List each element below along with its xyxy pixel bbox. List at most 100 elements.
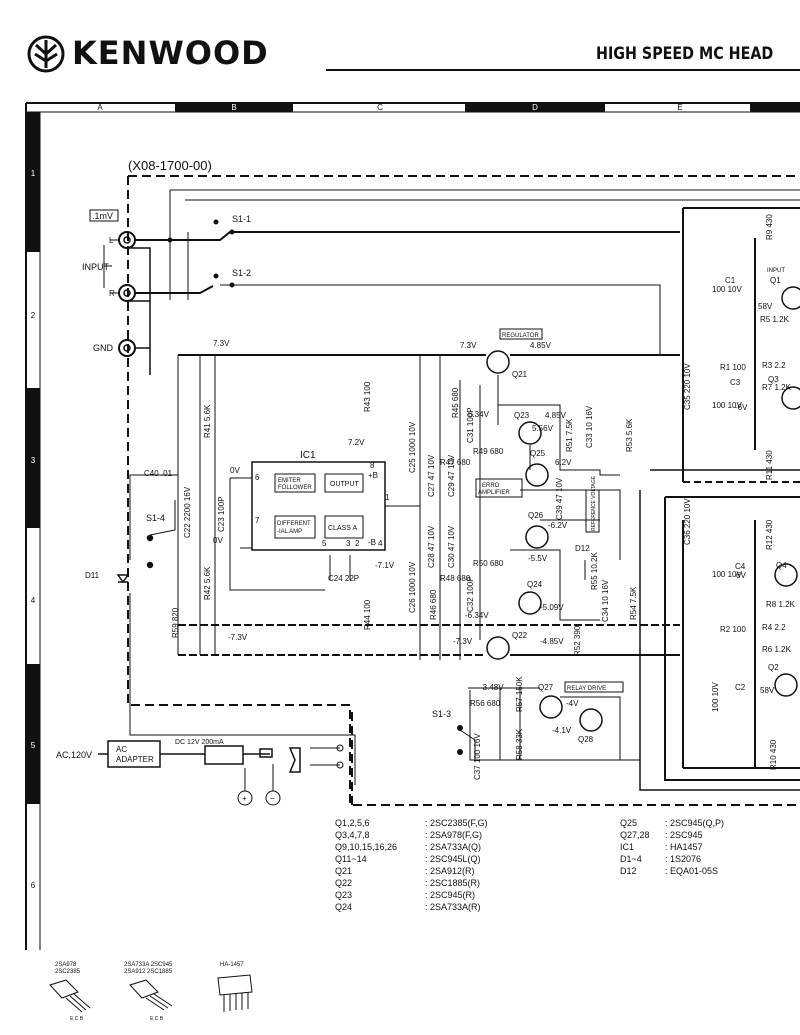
c26-label: C26 1000 10V xyxy=(408,561,417,613)
c28-label: C28 47 10V xyxy=(427,525,436,568)
r51-label: R51 7.5K xyxy=(565,418,574,452)
r53-label: R53 5.6K xyxy=(625,418,634,452)
q2-label: Q2 xyxy=(768,663,779,672)
v0a: 0V xyxy=(230,466,240,475)
ic-emitter-l2: FOLLOWER xyxy=(278,485,312,491)
parts-val-8: : 2SA733A(R) xyxy=(425,902,481,912)
v556a: 5.56V xyxy=(532,424,554,433)
pkg1-pins: E C B xyxy=(70,1016,84,1022)
d12-label: D12 xyxy=(575,544,590,553)
v73a: 7.3V xyxy=(213,339,230,348)
r46-label: R46 680 xyxy=(429,589,438,620)
q24-label: Q24 xyxy=(527,580,543,589)
block-regulator: REGULATOR xyxy=(502,333,539,339)
r7-label: R7 1.2K xyxy=(762,383,792,392)
v41: -4.1V xyxy=(552,726,572,735)
parts-ref-4: Q11~14 xyxy=(335,854,367,864)
adapter-l2: ADAPTER xyxy=(116,755,154,764)
column-labels: A B C D E xyxy=(97,103,682,112)
c30-label: C30 47 10V xyxy=(447,525,456,568)
input-box-label: INPUT xyxy=(767,268,785,274)
parts-val-7: : 2SC945(R) xyxy=(425,890,475,900)
r8-label: R8 1.2K xyxy=(766,600,796,609)
r55-label: R55 10.2K xyxy=(590,552,599,590)
c29-label: C29 47 10V xyxy=(447,454,456,497)
c1-val: 100 10V xyxy=(712,285,742,294)
parts-list: Q1,2,5,6 : 2SC2385(F,G) Q3,4,7,8 : 2SA97… xyxy=(335,818,724,912)
r42-label: R42 5.6K xyxy=(203,566,212,600)
r6-label: R6 1.2K xyxy=(762,645,792,654)
row-labels: 1 2 3 4 5 6 xyxy=(31,169,36,890)
adapter-l1: AC xyxy=(116,745,127,754)
parts2-ref-3: IC1 xyxy=(620,842,634,852)
ac-adapter xyxy=(98,740,344,806)
schematic-labels: .1mV L INPUT R GND S1-1 S1-2 S1-3 S1-4 A… xyxy=(56,211,796,803)
c2-label: C2 xyxy=(735,683,746,692)
r43-label: R43 100 xyxy=(363,381,372,412)
ic1-name: IC1 xyxy=(300,450,316,461)
c2-val: 100 10V xyxy=(711,682,720,712)
ic-diff-l1: DIFFERENT xyxy=(277,521,311,527)
c4-label: C4 xyxy=(735,562,746,571)
r1-label: R1 100 xyxy=(720,363,746,372)
r49-label: R49 680 xyxy=(473,447,504,456)
q3-label: Q3 xyxy=(768,375,779,384)
c4-val: 100 10V xyxy=(712,570,742,579)
v556b: -5.5V xyxy=(528,554,548,563)
plus-sign: + xyxy=(242,794,247,803)
row-label-1: 1 xyxy=(31,169,36,178)
v6b: 6V xyxy=(736,571,746,580)
r54-label: R54 7.5K xyxy=(629,586,638,620)
v485a: 4.85V xyxy=(530,341,552,350)
block-relay: RELAY DRIVE xyxy=(567,686,606,692)
to92-small-package-icon xyxy=(129,979,173,1011)
q26-label: Q26 xyxy=(528,511,544,520)
v509: -5.09V xyxy=(540,603,564,612)
switch-s1-1: S1-1 xyxy=(232,214,251,224)
r2-label: R2 100 xyxy=(720,625,746,634)
v6a: -6V xyxy=(735,403,748,412)
power-rails xyxy=(177,354,680,656)
parts-ref-7: Q23 xyxy=(335,890,352,900)
pin1: 1 xyxy=(385,493,390,502)
kenwood-logo-icon xyxy=(27,35,65,73)
r41-label: R41 5.6K xyxy=(203,404,212,438)
c40-label: C40 .01 xyxy=(144,469,173,478)
c33-label: C33 10 16V xyxy=(585,405,594,448)
parts2-val-4: : 1S2076 xyxy=(665,854,701,864)
row-band xyxy=(26,112,40,804)
v485b: 4.85V xyxy=(545,411,567,420)
col-label-e: E xyxy=(677,103,682,112)
v62a: 6.2V xyxy=(555,458,572,467)
pin-b: +B xyxy=(368,471,378,480)
block-error-l1: ERRO xyxy=(482,483,500,489)
q23-label: Q23 xyxy=(514,411,530,420)
board-outline xyxy=(127,175,800,806)
regulator-wiring xyxy=(419,355,640,761)
ic-emitter-l1: EMITER xyxy=(278,478,301,484)
v634b: -6.34V xyxy=(465,611,489,620)
switch-s1-4: S1-4 xyxy=(146,513,165,523)
input-label: INPUT xyxy=(82,262,110,272)
parts2-ref-2: Q27,28 xyxy=(620,830,650,840)
pkg2-line1: 2SA733A 2SC945 xyxy=(124,962,173,968)
switch-s1-3 xyxy=(457,725,476,760)
parts-val-3: : 2SA733A(Q) xyxy=(425,842,481,852)
col-label-c: C xyxy=(377,103,383,112)
input-level: .1mV xyxy=(92,211,113,221)
col-label-d: D xyxy=(532,103,538,112)
v73c: -7.3V xyxy=(228,633,248,642)
c35-label: C35 220 10V xyxy=(683,363,692,410)
parts2-val-1: : 2SC945(Q,P) xyxy=(665,818,724,828)
c24-label: C24 22P xyxy=(328,574,359,583)
function-boxes xyxy=(475,328,624,693)
parts2-ref-1: Q25 xyxy=(620,818,637,828)
c32-label: C32 100P xyxy=(466,576,475,612)
pin6: 6 xyxy=(255,473,260,482)
r56-label: R56 680 xyxy=(470,699,501,708)
r4-label: R4 2.2 xyxy=(762,623,786,632)
pin3: 3 xyxy=(346,539,351,548)
r44-label: R44 100 xyxy=(363,599,372,630)
column-band xyxy=(175,103,800,112)
parts-val-6: : 2SC1885(R) xyxy=(425,878,480,888)
